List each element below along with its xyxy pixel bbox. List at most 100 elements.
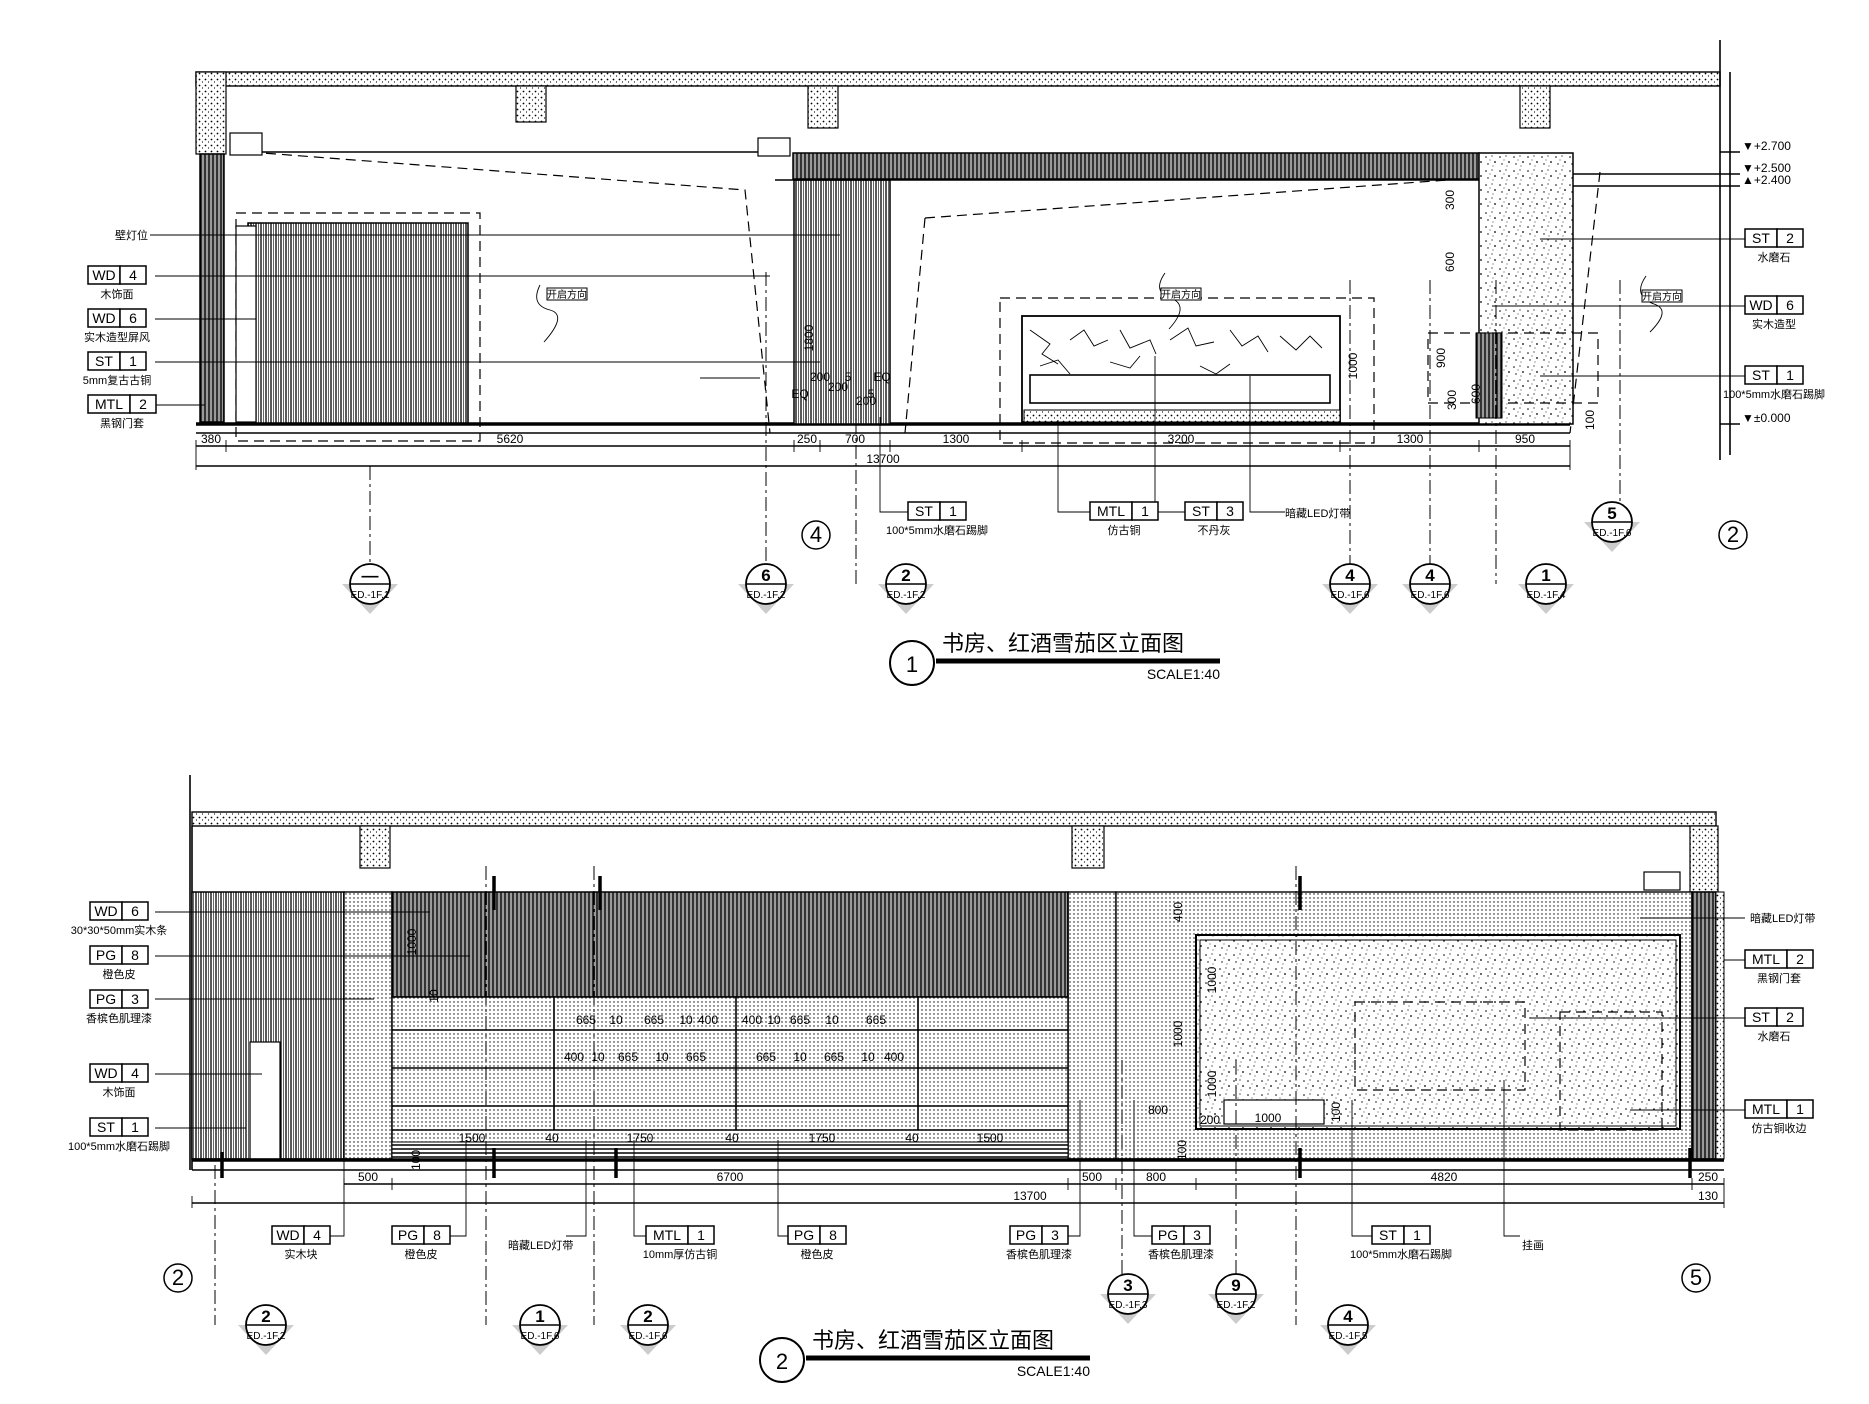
shelf-dimension: 10 (793, 1050, 807, 1064)
material-code: ST (95, 353, 113, 369)
material-note: 橙色皮 (801, 1247, 834, 1261)
section-number: 3 (1123, 1276, 1132, 1295)
section-reference: ED.-1F.2 (247, 1331, 286, 1342)
dimension-text: 800 (1146, 1170, 1166, 1184)
material-number-box (423, 1225, 451, 1245)
door-label: 开启方向 (1161, 288, 1201, 301)
section-reference: ED.-1F.1 (351, 590, 390, 601)
material-code: MTL (95, 396, 123, 412)
drawing-number-circle (889, 640, 935, 686)
overall-dimension: 13700 (866, 452, 900, 466)
shelf-dimension: 665 (576, 1013, 596, 1027)
material-number: 4 (313, 1227, 321, 1243)
vertical-dimension: 1000 (1171, 1020, 1185, 1047)
material-number: 1 (1796, 1101, 1804, 1117)
material-number-box (1131, 501, 1159, 521)
section-number: 9 (1231, 1276, 1240, 1295)
section-marker: 4ED.-1F.5 (1320, 1304, 1376, 1355)
ceiling-beam (515, 85, 547, 123)
small-dimension: 800 (1148, 1103, 1168, 1117)
drawing-number-circle (759, 1337, 805, 1383)
shelf-dimension: 665 (824, 1050, 844, 1064)
material-number-box (121, 901, 149, 921)
material-code: ST (1379, 1227, 1397, 1243)
left-door-jamb (199, 153, 225, 423)
material-number: 2 (1786, 230, 1794, 246)
material-note: 实木块 (285, 1247, 318, 1261)
section-number: 4 (1345, 566, 1355, 585)
material-number: 8 (829, 1227, 837, 1243)
material-number: 3 (131, 991, 139, 1007)
material-code: WD (94, 1065, 117, 1081)
material-note: 橙色皮 (405, 1247, 438, 1261)
small-dimension: 5 (845, 370, 852, 384)
grid-marker: 2 (1727, 522, 1739, 547)
material-number-box (819, 1225, 847, 1245)
dimension-text: 950 (1515, 432, 1535, 446)
section-reference: ED.-1F.6 (629, 1331, 668, 1342)
dimension-text: 700 (845, 432, 865, 446)
material-note: 水磨石 (1758, 1030, 1791, 1043)
dimension-text: 250 (1698, 1170, 1718, 1184)
vertical-dimension: 400 (1171, 902, 1185, 922)
vertical-dimension: 600 (1443, 252, 1457, 272)
small-dimension: 1000 (1255, 1111, 1282, 1125)
elevation-1 (150, 40, 1745, 584)
small-dimension: 200 (828, 380, 848, 394)
material-number-box (121, 989, 149, 1009)
drawing-number: 2 (776, 1349, 788, 1374)
section-reference: ED.-1F.5 (1329, 1331, 1368, 1342)
vertical-dimension: 1000 (1346, 352, 1360, 379)
section-reference: ED.-1F.2 (747, 590, 786, 601)
level-mark: ▼±0.000 (1742, 411, 1791, 425)
material-code: PG (96, 991, 116, 1007)
bench-dimension: 1750 (627, 1131, 654, 1145)
material-code: MTL (1752, 951, 1780, 967)
material-number: 2 (1796, 951, 1804, 967)
section-marker: 3ED.-1F.3 (1100, 1273, 1156, 1324)
material-code: MTL (1097, 503, 1125, 519)
ceiling-slat-band (792, 152, 1480, 180)
section-number: 5 (1607, 504, 1616, 523)
material-number-box (1776, 295, 1804, 315)
material-number: 4 (131, 1065, 139, 1081)
dimension-text: 250 (797, 432, 817, 446)
shelf-dimension: 665 (756, 1050, 776, 1064)
section-reference: ED.-1F.6 (1593, 528, 1632, 539)
section-reference: ED.-1F.2 (887, 590, 926, 601)
section-number: — (362, 566, 379, 585)
dimension-text: 1300 (943, 432, 970, 446)
material-note: 橙色皮 (103, 967, 136, 981)
grid-marker: 5 (1690, 1265, 1702, 1290)
material-note: 仿古铜收边 (1752, 1121, 1807, 1135)
shelf-dimension: 665 (644, 1013, 664, 1027)
section-reference: ED.-1F.3 (1109, 1300, 1148, 1311)
material-note: 100*5mm水磨石踢脚 (68, 1139, 170, 1153)
dimension-text: 5620 (497, 432, 524, 446)
material-note: 木饰面 (103, 1085, 136, 1099)
vertical-dimension: 1000 (405, 928, 419, 955)
vertical-dimension: 1000 (1205, 966, 1219, 993)
shelf-dimension: 400 (564, 1050, 584, 1064)
dimension-text: 4820 (1431, 1170, 1458, 1184)
material-note: 100*5mm水磨石踢脚 (886, 523, 988, 537)
material-number-box (1183, 1225, 1211, 1245)
ceiling-beam (807, 85, 839, 129)
shelf-dimension: 665 (686, 1050, 706, 1064)
material-number-box (121, 1117, 149, 1137)
right-material-tag: ST 2 (1744, 228, 1804, 248)
section-marker: 4ED.-1F.6 (1402, 563, 1458, 614)
material-number-box (119, 351, 147, 371)
shelf-dimension: 10 (767, 1013, 781, 1027)
grid-marker: 4 (810, 522, 822, 547)
material-code: ST (1752, 230, 1770, 246)
left-material-tag: PG 3 (89, 989, 149, 1009)
material-number: 3 (1226, 503, 1234, 519)
overall-dimension: 13700 (1013, 1189, 1047, 1203)
ceiling-slab (195, 71, 1721, 87)
